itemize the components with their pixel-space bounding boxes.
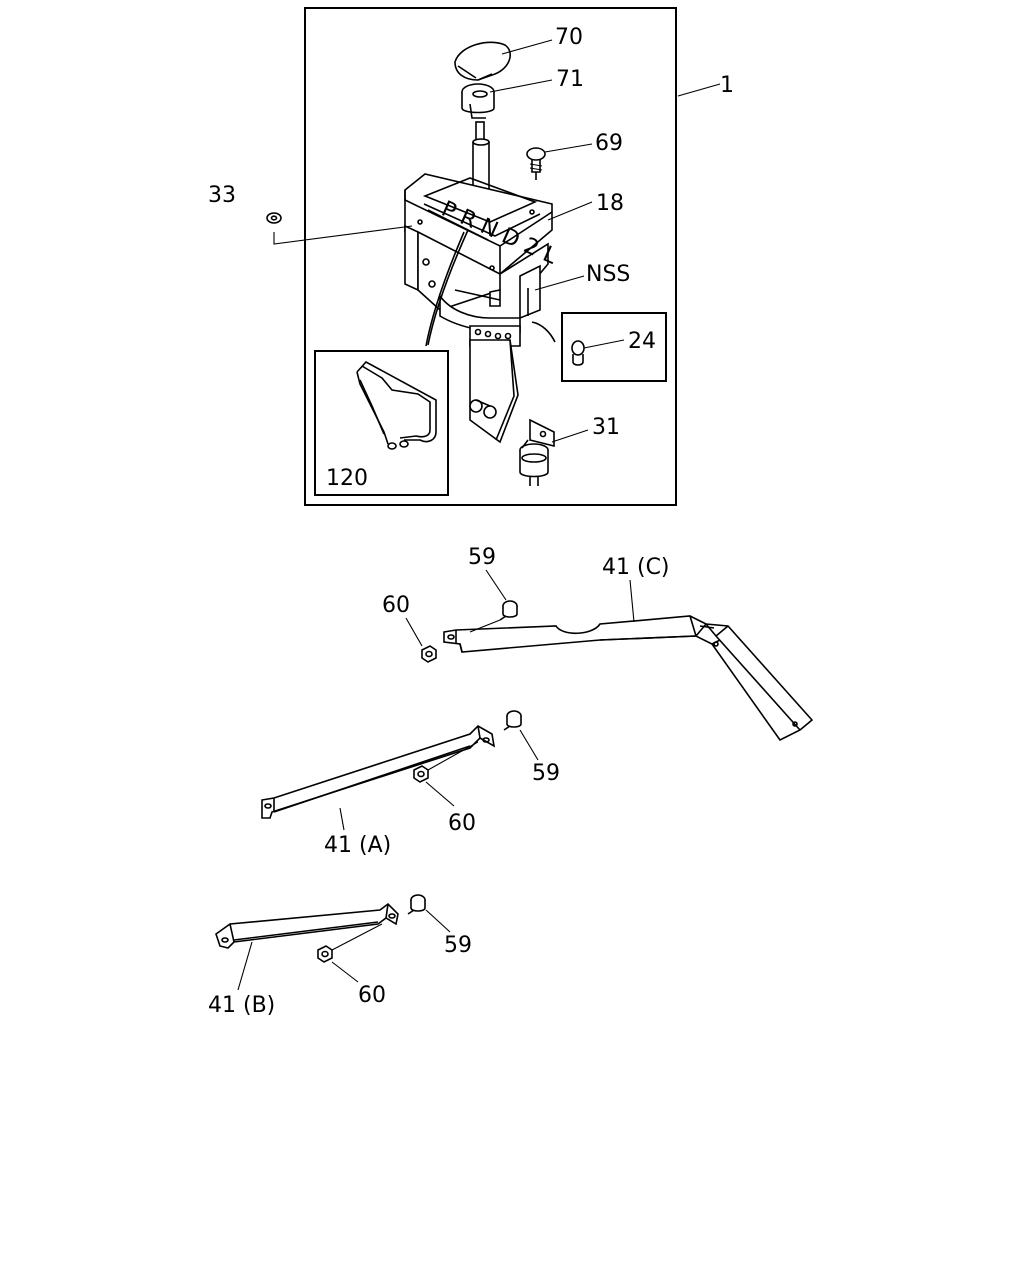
shift-knob-part[interactable] (454, 41, 511, 81)
bracket-41c-part[interactable] (443, 615, 814, 742)
callout-24: 24 (628, 329, 656, 354)
nut-60-mid-part[interactable] (413, 765, 429, 783)
nut-60-bot-part[interactable] (317, 945, 333, 963)
callout-31: 31 (592, 415, 620, 440)
callout-59-top: 59 (468, 545, 496, 570)
callout-41b: 41 (B) (208, 993, 275, 1018)
leader-nut-mid (427, 741, 479, 771)
callout-71: 71 (556, 67, 584, 92)
callout-nss: NSS (586, 262, 630, 287)
cable-line (427, 229, 469, 346)
bolt-59-mid-part[interactable] (503, 710, 522, 731)
shift-mechanism-part (404, 224, 549, 347)
screw-part[interactable] (526, 147, 546, 180)
callout-41a: 41 (A) (324, 833, 391, 858)
bracket-41a-part[interactable] (261, 725, 496, 819)
callout-59-mid: 59 (532, 761, 560, 786)
leader-nut-bot (331, 923, 383, 951)
leader-lines (237, 39, 721, 991)
callout-41c: 41 (C) (602, 555, 670, 580)
cable-inset-frame (314, 350, 449, 496)
bolt-59-top-part[interactable] (499, 600, 518, 621)
callout-60-mid: 60 (448, 811, 476, 836)
bracket-41b-part[interactable] (215, 902, 399, 949)
callout-60-bot: 60 (358, 983, 386, 1008)
callout-69: 69 (595, 131, 623, 156)
bolt-59-bot-part[interactable] (407, 894, 426, 915)
callout-70: 70 (555, 25, 583, 50)
indicator-housing-part[interactable]: P R N D 2 L (404, 173, 561, 275)
leader-bolt-top (469, 619, 501, 633)
nut-60-top-part[interactable] (421, 645, 437, 663)
control-lever-part (469, 339, 519, 444)
callout-59-bot: 59 (444, 933, 472, 958)
callout-1: 1 (720, 73, 734, 98)
callout-18: 18 (596, 191, 624, 216)
callout-60-top: 60 (382, 593, 410, 618)
bulb-part[interactable] (571, 340, 585, 366)
bulb-inset-frame (561, 312, 667, 382)
bulb-wire (531, 321, 556, 343)
indicator-cable-part[interactable] (356, 360, 437, 450)
knob-base-part[interactable] (461, 83, 495, 119)
leader-33-assembly (273, 225, 413, 245)
cable-line-2 (425, 231, 465, 347)
park-switch-part[interactable] (519, 418, 555, 486)
callout-120: 120 (326, 466, 368, 491)
callout-33: 33 (208, 183, 236, 208)
washer-part[interactable] (266, 212, 282, 224)
assembly-frame (304, 7, 677, 506)
